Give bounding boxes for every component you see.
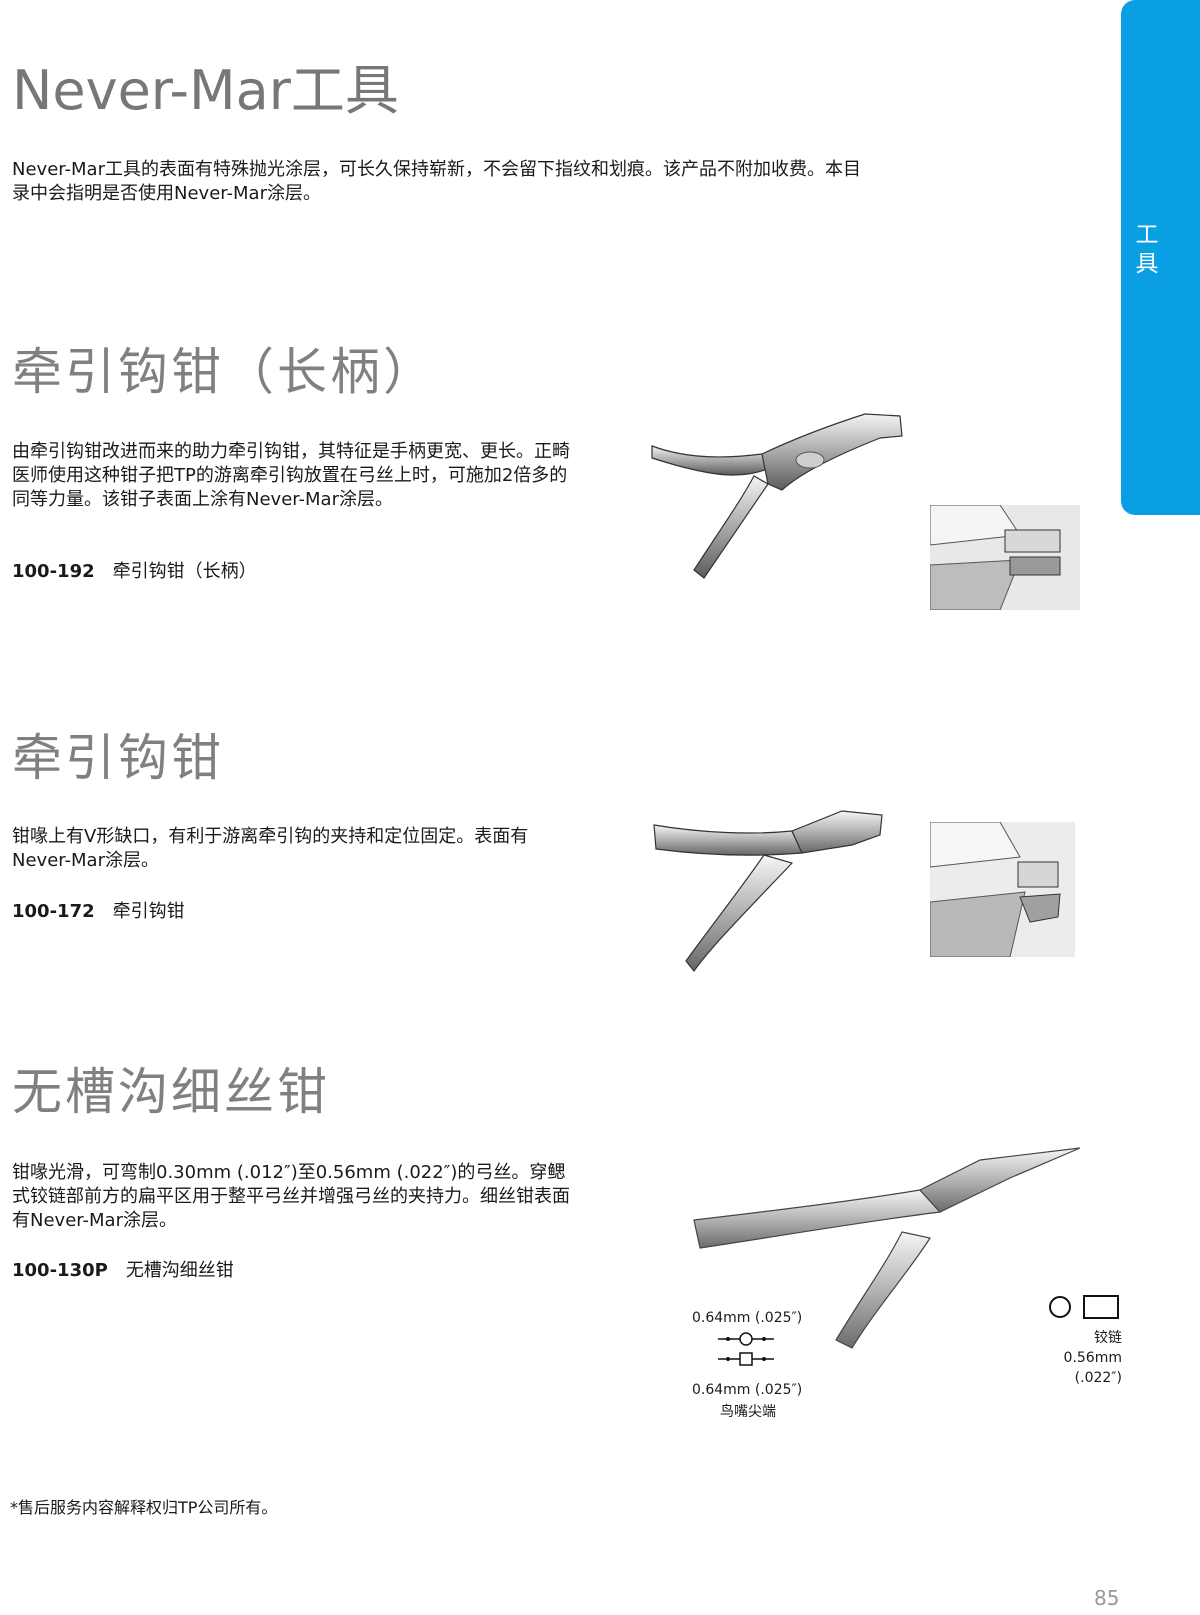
long-handle-plier-closeup-image [930, 505, 1080, 610]
hinge-spec: 铰链0.56mm (.022″) [1036, 1328, 1122, 1388]
section-title-long-handle: 牵引钩钳（长柄） [12, 343, 436, 401]
hinge-value: (.022″) [1074, 1370, 1122, 1386]
product-code: 100-192 [12, 561, 95, 582]
intro-text: Never-Mar工具的表面有特殊抛光涂层，可长久保持崭新，不会留下指纹和划痕。… [12, 159, 861, 204]
section-title-wire-plier: 无槽沟细丝钳 [12, 1063, 330, 1121]
page-number: 85 [1094, 1586, 1120, 1610]
product-entry: 100-172 牵引钩钳 [12, 897, 185, 923]
tip-label: 鸟嘴尖端 [720, 1404, 776, 1420]
tip-size-top: 0.64mm (.025″) [692, 1310, 803, 1326]
product-entry: 100-192 牵引钩钳（长柄） [12, 557, 257, 583]
side-tab-label: 工具 [1131, 222, 1157, 280]
section-description-wire-plier: 钳喙光滑，可弯制0.30mm (.012″)至0.56mm (.022″)的弓丝… [12, 1162, 570, 1231]
side-tab [1121, 0, 1200, 515]
hinge-label: 铰链0.56mm [1063, 1330, 1122, 1366]
product-name: 牵引钩钳 [112, 901, 185, 922]
product-code: 100-130P [12, 1260, 108, 1281]
product-code: 100-172 [12, 901, 95, 922]
product-entry: 100-130P 无槽沟细丝钳 [12, 1256, 234, 1282]
long-handle-plier-image [651, 413, 903, 579]
hook-plier-image [653, 810, 883, 973]
tip-shape-icon [718, 1332, 774, 1366]
hook-plier-closeup-image [930, 822, 1075, 957]
wire-plier-image [693, 1147, 1081, 1349]
hinge-shape-icon [1049, 1295, 1119, 1319]
footnote: *售后服务内容解释权归TP公司所有。 [10, 1498, 278, 1517]
section-title-hook-plier: 牵引钩钳 [12, 729, 224, 787]
product-name: 无槽沟细丝钳 [125, 1260, 234, 1281]
section-description-long-handle: 由牵引钩钳改进而来的助力牵引钩钳，其特征是手柄更宽、更长。正畸医师使用这种钳子把… [12, 441, 570, 510]
page-title: Never-Mar工具 [12, 59, 399, 122]
section-description-hook-plier: 钳喙上有V形缺口，有利于游离牵引钩的夹持和定位固定。表面有Never-Mar涂层… [12, 826, 529, 871]
tip-size-bottom: 0.64mm (.025″) [692, 1382, 803, 1398]
product-name: 牵引钩钳（长柄） [112, 561, 257, 582]
